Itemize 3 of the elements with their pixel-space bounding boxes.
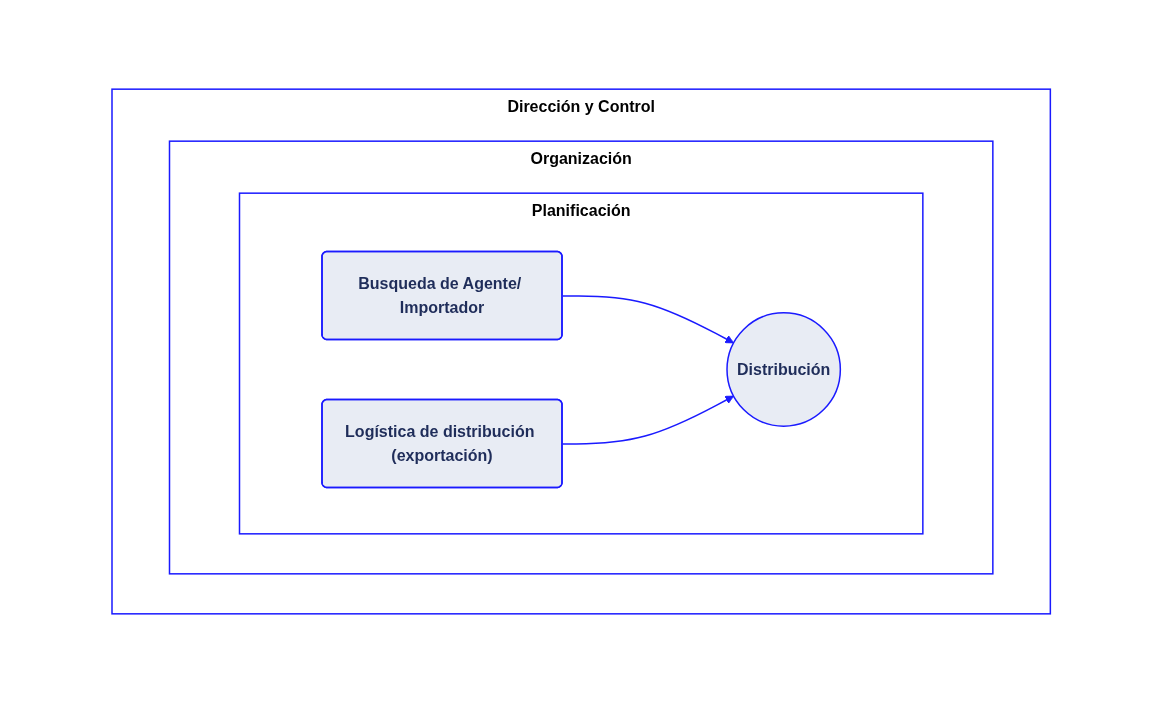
arrow xyxy=(562,395,735,445)
node-circle: Distribución xyxy=(726,312,842,427)
arrow xyxy=(562,295,735,344)
